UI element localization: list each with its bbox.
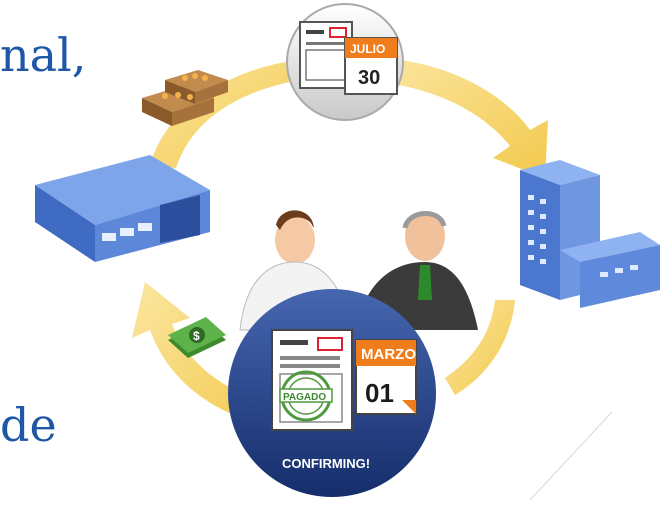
warehouse-icon <box>35 155 210 262</box>
top-calendar-day: 30 <box>358 67 380 89</box>
decorative-line <box>529 411 613 501</box>
confirming-badge-circle: PAGADO MARZO 01 CONFIRMING! <box>228 289 436 497</box>
paid-stamp-icon: PAGADO <box>279 370 333 422</box>
bottom-calendar-day: 01 <box>365 378 394 408</box>
top-calendar-month: JULIO <box>350 42 385 56</box>
top-invoice-calendar-badge: JULIO 30 <box>286 3 404 121</box>
office-building-icon <box>520 160 660 308</box>
money-symbol: $ <box>193 329 200 343</box>
bottom-calendar-month: MARZO <box>361 346 416 363</box>
calendar-icon: JULIO 30 <box>344 37 398 95</box>
stamp-text: PAGADO <box>283 392 326 403</box>
money-icon: $ <box>168 317 226 358</box>
cycle-arrows <box>132 58 548 430</box>
text-fragment-bottom: de <box>0 398 57 452</box>
calendar-icon: MARZO 01 <box>355 339 417 415</box>
text-fragment-top: nal, <box>0 28 87 82</box>
confirming-label: CONFIRMING! <box>282 456 370 471</box>
crates-icon <box>142 70 228 126</box>
